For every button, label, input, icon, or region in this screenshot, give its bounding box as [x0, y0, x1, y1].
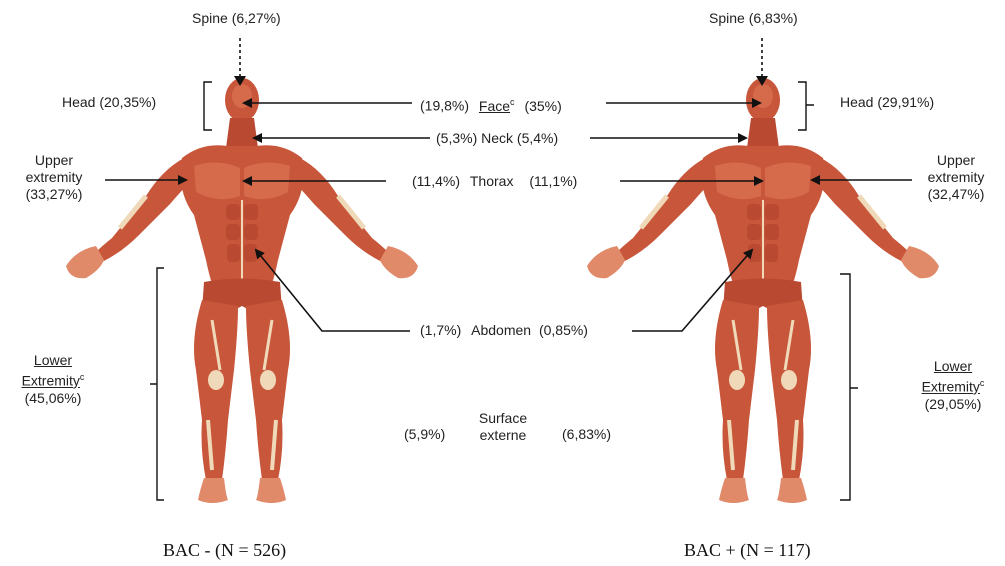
left-lower-line2: Extremity	[22, 373, 80, 389]
abdomen-right-value: (0,85%)	[539, 322, 588, 338]
face-sup: c	[510, 97, 515, 107]
right-upper-line1: Upper	[916, 152, 996, 169]
thorax-label: (11,4%) Thorax (11,1%)	[412, 173, 577, 190]
right-lower-line2: Extremity	[922, 379, 980, 395]
left-spine-label: Spine (6,27%)	[192, 10, 281, 27]
left-head-bracket	[204, 82, 212, 130]
left-upper-value: (33,27%)	[14, 186, 94, 203]
right-body-figure	[587, 78, 939, 503]
right-upper-line2: extremity	[916, 169, 996, 186]
thorax-right-value: (11,1%)	[529, 173, 577, 189]
left-body-figure	[66, 78, 418, 503]
face-right-value: (35%)	[524, 98, 561, 114]
thorax-left-value: (11,4%)	[412, 173, 460, 189]
left-head-label: Head (20,35%)	[62, 94, 156, 111]
right-head-bracket	[798, 82, 814, 130]
left-caption: BAC - (N = 526)	[163, 540, 286, 561]
abdomen-left-value: (1,7%)	[420, 322, 461, 338]
left-lower-extremity-label: Lower Extremityc (45,06%)	[10, 352, 96, 407]
right-lower-value: (29,05%)	[908, 396, 998, 413]
right-upper-extremity-label: Upper extremity (32,47%)	[916, 152, 996, 203]
left-upper-line1: Upper	[14, 152, 94, 169]
abdomen-text: Abdomen	[471, 322, 531, 338]
right-lower-bracket	[840, 274, 858, 500]
left-lower-bracket	[150, 268, 164, 500]
face-label: (19,8%) Facec (35%)	[420, 94, 562, 115]
right-spine-label: Spine (6,83%)	[709, 10, 798, 27]
right-lower-sup: c	[980, 378, 985, 388]
surface-label: Surface externe	[468, 410, 538, 444]
thorax-text: Thorax	[470, 173, 514, 189]
right-lower-extremity-label: Lower Extremityc (29,05%)	[908, 358, 998, 413]
surface-left-value: (5,9%)	[404, 426, 445, 443]
face-text: Face	[479, 98, 510, 114]
left-lower-line1: Lower	[10, 352, 96, 369]
right-head-label: Head (29,91%)	[840, 94, 934, 111]
left-upper-extremity-label: Upper extremity (33,27%)	[14, 152, 94, 203]
left-lower-value: (45,06%)	[10, 390, 96, 407]
surface-line2: externe	[468, 427, 538, 444]
neck-label: (5,3%) Neck (5,4%)	[436, 130, 558, 147]
abdomen-label: (1,7%) Abdomen (0,85%)	[420, 322, 588, 339]
face-left-value: (19,8%)	[420, 98, 469, 114]
surface-right-value: (6,83%)	[562, 426, 611, 443]
surface-line1: Surface	[468, 410, 538, 427]
left-upper-line2: extremity	[14, 169, 94, 186]
right-caption: BAC + (N = 117)	[684, 540, 811, 561]
right-upper-value: (32,47%)	[916, 186, 996, 203]
left-lower-sup: c	[80, 372, 85, 382]
right-lower-line1: Lower	[908, 358, 998, 375]
